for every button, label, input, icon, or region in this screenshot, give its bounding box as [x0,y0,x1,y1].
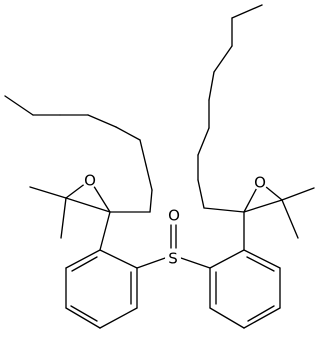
right-heptyl-chain [197,4,263,213]
bond [177,256,211,269]
bond [243,307,281,329]
bond [87,114,117,128]
bond [99,307,138,329]
atom-label-oxygen-left-group: O [82,172,98,190]
sulfoxide-bridge [136,224,211,269]
left-epoxide-ring [29,179,111,239]
aromatic-bond [71,256,98,272]
bond [281,199,299,239]
atom-label-oxygen: O [168,207,180,225]
bond [115,126,141,141]
atom-label-sulfoxide-oxygen-group: O [166,207,182,225]
bond [99,211,111,251]
bond [243,249,281,269]
bond [60,197,67,239]
bond [243,199,283,213]
atom-label-oxygen-right-group: O [252,174,268,192]
aromatic-bond [70,305,98,322]
bond [99,249,138,269]
bond [149,189,153,213]
atom-label-sulfur: S [168,250,178,268]
atom-label-oxygen: O [254,174,266,192]
bond [197,179,205,209]
bond [29,186,67,199]
bond [209,249,245,269]
bond [136,256,169,269]
bond [197,127,210,156]
atom-label-oxygen: O [84,172,96,190]
bond [4,95,34,116]
bond [65,307,101,329]
bond [281,187,315,201]
bond [139,139,147,166]
bond [203,207,245,213]
left-heptyl-chain [4,95,153,213]
aromatic-bond [247,305,275,322]
bond [65,197,111,213]
aromatic-bond [246,256,275,272]
left-benzene-ring [65,211,138,329]
right-benzene-ring [209,249,281,329]
atom-label-sulfur-group: S [165,250,181,268]
bond [65,249,101,269]
bond [208,71,215,101]
bond [231,4,263,19]
bond [209,307,245,329]
bond [145,164,153,191]
bond [213,45,233,73]
right-epoxide-ring [243,181,315,251]
